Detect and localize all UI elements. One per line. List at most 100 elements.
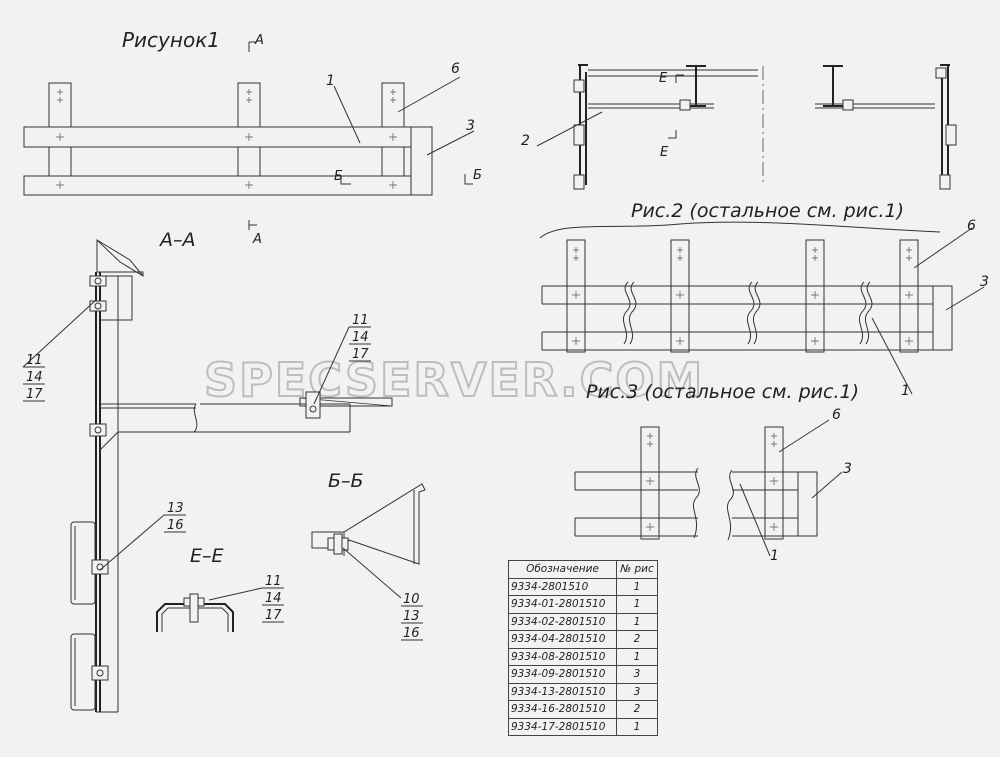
end-plate [410,126,433,196]
bolt-marks-fig1 [56,89,397,189]
callout-bb-10: 10 [403,592,420,607]
section-mark-e-bottom [668,130,677,139]
watermark: SPECSERVER.COM [204,353,704,407]
cell-figure: 2 [616,700,658,719]
fig2-title: Рис.2 (остальное см. рис.1) [631,200,904,222]
fig3-left-beams [574,471,698,537]
cell-designation: 9334-13-2801510 [508,682,617,701]
header-figure-no: № рис [616,560,658,579]
callout-top-2: 2 [521,133,530,149]
leader-bb [342,547,402,599]
section-mark-e-top-label: Е [659,71,668,86]
section-ee: Е–Е 11 14 17 [156,545,284,632]
leader-fig2-3 [945,286,985,311]
callout-bb-16: 16 [403,626,420,641]
callout-aa-low-13: 13 [167,501,184,516]
fig2-break-lines [622,281,873,345]
cell-designation: 9334-01-2801510 [508,595,617,614]
leader-ee [208,587,263,601]
callout-aa-mid-14: 14 [352,330,369,345]
sec-ee-title: Е–Е [190,545,224,567]
callout-fig2-1: 1 [901,383,910,399]
sec-aa-title: А–А [158,229,196,251]
arm [100,403,351,433]
sec-bb-title: Б–Б [328,470,364,492]
section-aa: А–А 11 14 17 [22,229,393,713]
leader-fig1-1 [333,85,361,144]
cell-figure: 1 [616,612,658,631]
leader-fig3-3 [811,471,843,499]
callout-aa-mid-17: 17 [352,347,369,362]
beam-upper [23,126,412,148]
cell-designation: 9334-2801510 [508,577,617,596]
leader-aa-mid [313,326,350,405]
callout-aa-mid-11: 11 [352,313,369,328]
leader-aa-upper [22,299,97,368]
leader-fig1-6 [397,76,461,113]
callout-aa-low-16: 16 [167,518,184,533]
callout-ee-11: 11 [265,574,282,589]
leader-fig3-1 [739,483,771,557]
fig2-end-plate [932,285,953,351]
table-header-row: Обозначение № рис [508,560,658,579]
callout-fig1-1: 1 [326,73,335,89]
callout-fig3-6: 6 [832,407,841,423]
fig3-right-beams [732,471,798,537]
cell-designation: 9334-04-2801510 [508,630,617,649]
fig1-title: Рисунок1 [122,28,220,52]
cell-designation: 9334-17-2801510 [508,717,617,736]
top-right-view: Е Е 2 [521,64,957,190]
callout-aa-upper-17: 17 [26,387,43,402]
section-bb: Б–Б 10 13 16 [311,470,426,641]
bb-bracket [311,483,426,565]
section-mark-a-bottom [248,220,257,230]
callout-aa-upper-11: 11 [26,353,43,368]
section-mark-e-bottom-label: Е [660,145,669,160]
callout-fig3-1: 1 [770,548,779,564]
fig2-beams [542,285,952,351]
section-mark-a-bottom-label: А [252,232,262,247]
figure-3: Рис.3 (остальное см. рис.1) 6 3 1 [574,381,859,564]
section-mark-e-top [675,74,684,83]
callout-ee-17: 17 [265,608,282,623]
cell-figure: 2 [616,630,658,649]
cell-designation: 9334-02-2801510 [508,612,617,631]
leader-fig1-3 [426,130,475,156]
figure-1: Рисунок1 А Б Б А 1 [23,28,482,247]
top-channel [588,69,758,77]
leader-aa-low [99,514,165,571]
section-mark-b-right-label: Б [473,168,482,183]
cell-figure: 1 [616,717,658,736]
callout-fig3-3: 3 [843,461,852,477]
leader-fig3-6 [778,419,830,453]
cap [96,238,144,277]
callout-fig2-6: 6 [967,218,976,234]
i-beam-right [823,65,843,107]
bolt-marks-fig3 [646,433,778,531]
callout-fig1-3: 3 [466,118,475,134]
leader-fig2-1 [871,317,913,395]
callout-fig1-6: 6 [451,61,460,77]
section-mark-a-top [248,41,257,52]
cell-designation: 9334-16-2801510 [508,700,617,719]
leader-fig2-6 [913,227,973,269]
section-mark-b-right [464,174,473,185]
leader-top-2 [536,111,603,147]
section-mark-b-left [340,176,351,185]
callout-fig2-3: 3 [980,274,989,290]
callout-ee-14: 14 [265,591,282,606]
section-mark-b-left-label: Б [334,169,343,184]
header-designation: Обозначение [508,560,617,579]
cross-beam-right [815,103,935,109]
